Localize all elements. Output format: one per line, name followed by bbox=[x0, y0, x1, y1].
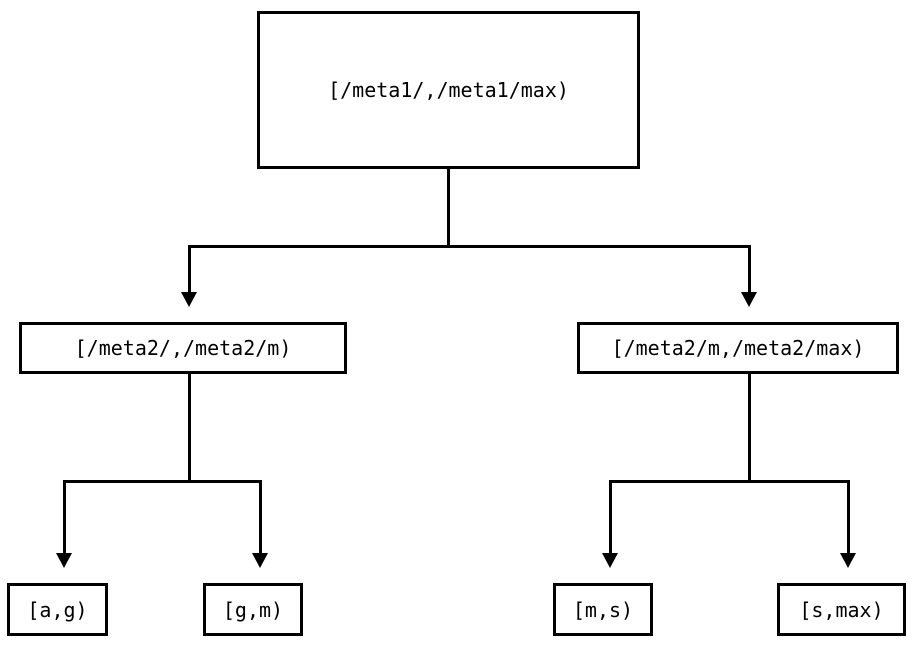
edge-root-to-level2-left-drop bbox=[188, 245, 191, 293]
edge-root-to-level2-right-drop bbox=[748, 245, 751, 293]
tree-node-level2-left-label: [/meta2/,/meta2/m) bbox=[74, 336, 292, 360]
tree-node-level2-right[interactable]: [/meta2/m,/meta2/max) bbox=[577, 322, 899, 374]
tree-node-leaf-2-label: [g,m) bbox=[222, 597, 284, 622]
edge-level2-right-horizontal-bar bbox=[609, 480, 850, 483]
tree-node-root-label: [/meta1/,/meta1/max) bbox=[328, 78, 569, 102]
arrowhead-to-leaf4-icon bbox=[840, 553, 856, 568]
tree-node-root[interactable]: [/meta1/,/meta1/max) bbox=[257, 11, 640, 169]
edge-level2-left-to-leaf2-drop bbox=[259, 480, 262, 554]
edge-root-stem bbox=[447, 169, 450, 247]
tree-node-leaf-1-label: [a,g) bbox=[27, 597, 88, 622]
tree-node-leaf-3-label: [m,s) bbox=[572, 597, 634, 622]
tree-node-leaf-4-label: [s,max) bbox=[799, 597, 884, 622]
edge-level2-right-to-leaf3-drop bbox=[609, 480, 612, 554]
edge-level2-right-to-leaf4-drop bbox=[847, 480, 850, 554]
edge-level2-left-stem bbox=[188, 374, 191, 482]
arrowhead-to-leaf1-icon bbox=[56, 553, 72, 568]
edge-root-horizontal-bar bbox=[188, 245, 751, 248]
edge-level2-left-horizontal-bar bbox=[63, 480, 262, 483]
arrowhead-to-leaf2-icon bbox=[252, 553, 268, 568]
tree-node-level2-left[interactable]: [/meta2/,/meta2/m) bbox=[19, 322, 347, 374]
tree-node-leaf-2[interactable]: [g,m) bbox=[203, 583, 303, 636]
arrowhead-root-to-level2-left-icon bbox=[181, 292, 197, 307]
tree-node-leaf-3[interactable]: [m,s) bbox=[553, 583, 653, 636]
edge-level2-left-to-leaf1-drop bbox=[63, 480, 66, 554]
tree-node-leaf-4[interactable]: [s,max) bbox=[777, 583, 906, 636]
tree-node-leaf-1[interactable]: [a,g) bbox=[7, 583, 108, 636]
arrowhead-to-leaf3-icon bbox=[602, 553, 618, 568]
arrowhead-root-to-level2-right-icon bbox=[741, 292, 757, 307]
tree-node-level2-right-label: [/meta2/m,/meta2/max) bbox=[611, 336, 865, 360]
edge-level2-right-stem bbox=[748, 374, 751, 482]
